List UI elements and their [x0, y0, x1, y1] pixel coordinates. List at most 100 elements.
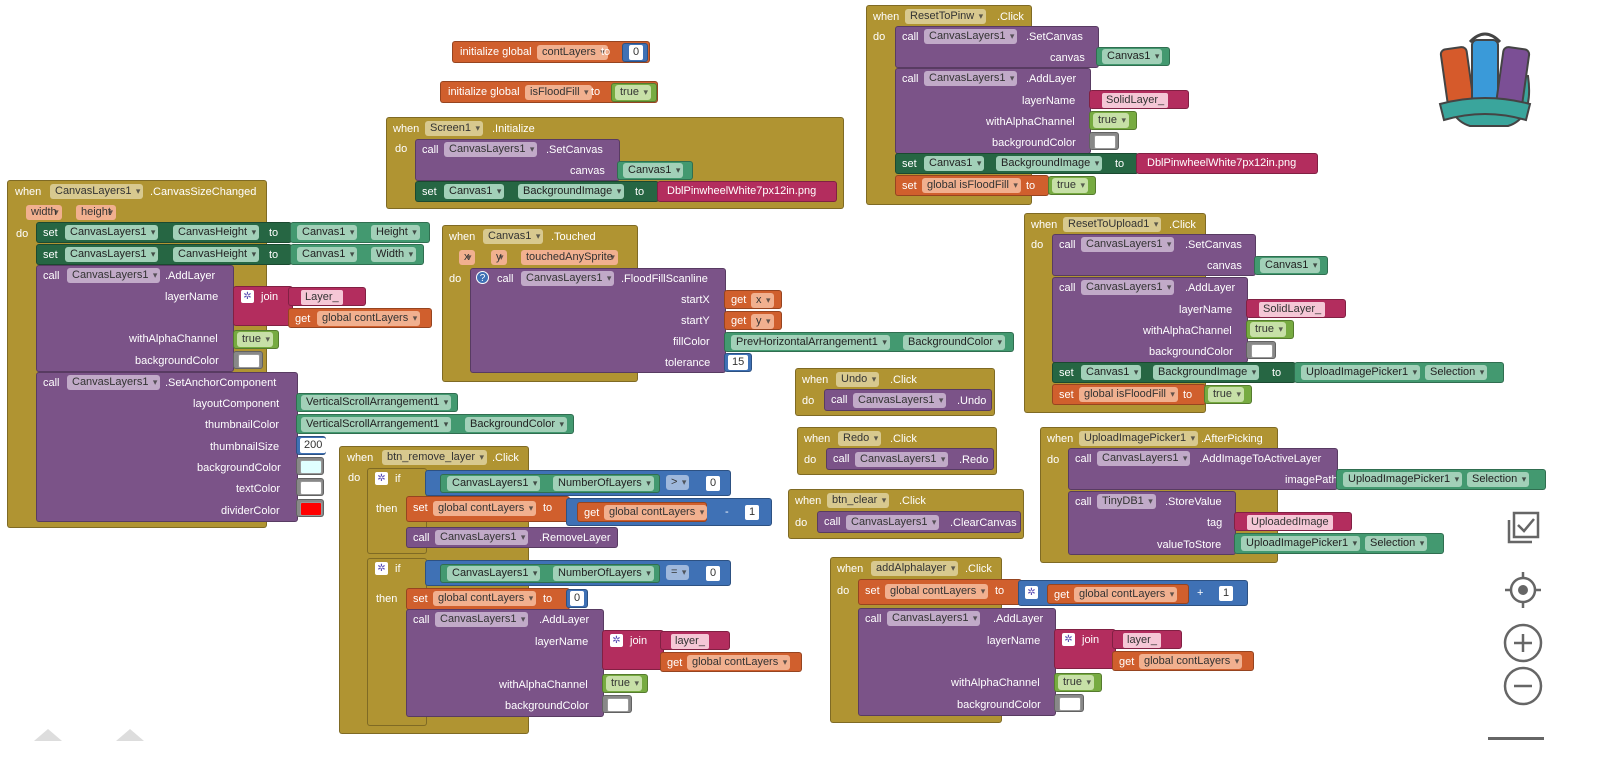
variable-dropdown[interactable]: global contLayers [433, 591, 537, 606]
component-dropdown[interactable]: btn_remove_layer [382, 450, 488, 465]
param-x[interactable]: x [459, 250, 475, 265]
number-value[interactable]: 1 [1219, 586, 1234, 601]
get-variable-block[interactable]: get global contLayers [660, 652, 802, 672]
boolean-dropdown[interactable]: true [1208, 387, 1244, 402]
var-name-field[interactable]: contLayers [537, 45, 608, 60]
param-height[interactable]: height [76, 205, 116, 220]
component-dropdown[interactable]: Canvas1 [1081, 365, 1142, 380]
component-property-getter[interactable]: PrevHorizontalArrangement1 BackgroundCol… [724, 332, 1014, 352]
operator-dropdown[interactable]: > [666, 475, 690, 490]
component-dropdown[interactable]: VerticalScrollArrangement1 [301, 417, 452, 432]
set-variable-block[interactable]: set global contLayers to [858, 579, 1022, 605]
compare-block[interactable]: CanvasLayers1 NumberOfLayers = 0 [425, 560, 731, 586]
call-setcanvas-block[interactable]: call CanvasLayers1 .SetCanvas canvas [895, 26, 1099, 68]
component-dropdown[interactable]: CanvasLayers1 [521, 271, 615, 286]
boolean-block[interactable]: true [602, 674, 648, 693]
component-dropdown[interactable]: CanvasLayers1 [887, 611, 981, 626]
component-dropdown[interactable]: CanvasLayers1 [435, 530, 529, 545]
get-variable-block[interactable]: get y [724, 311, 782, 330]
component-dropdown[interactable]: CanvasLayers1 [447, 566, 541, 581]
text-string-block[interactable]: Layer_ [288, 287, 366, 306]
component-property-getter[interactable]: CanvasLayers1 NumberOfLayers [440, 474, 660, 493]
component-dropdown[interactable]: CanvasLayers1 [1097, 451, 1191, 466]
color-block[interactable] [296, 478, 324, 496]
string-value[interactable]: SolidLayer_ [1259, 302, 1326, 317]
variable-dropdown[interactable]: global isFloodFill [1079, 387, 1178, 402]
component-property-getter[interactable]: Canvas1 Height [290, 222, 430, 243]
component-dropdown[interactable]: UploadImagePicker1 [1301, 365, 1421, 380]
property-dropdown[interactable]: Selection [1425, 365, 1488, 380]
component-dropdown[interactable]: Canvas1 [623, 163, 684, 178]
component-dropdown[interactable]: CanvasLayers1 [435, 612, 529, 627]
arithmetic-block[interactable]: ✲ get global contLayers + 1 [1018, 580, 1248, 606]
get-variable-block[interactable]: get global contLayers [1047, 584, 1189, 604]
variable-dropdown[interactable]: global contLayers [1074, 587, 1178, 602]
boolean-block[interactable]: true [1204, 385, 1252, 404]
gear-icon[interactable]: ✲ [241, 290, 254, 303]
param-touchedanysprite[interactable]: touchedAnySprite [521, 250, 618, 265]
component-block[interactable]: VerticalScrollArrangement1 [296, 393, 458, 412]
component-property-getter[interactable]: VerticalScrollArrangement1 BackgroundCol… [296, 414, 574, 434]
component-dropdown[interactable]: ResetToUpload1 [1063, 217, 1162, 232]
property-dropdown[interactable]: Width [371, 247, 417, 262]
number-value[interactable]: 0 [570, 591, 585, 606]
property-dropdown[interactable]: BackgroundImage [1153, 365, 1260, 380]
string-value[interactable]: UploadedImage [1247, 515, 1333, 530]
call-setcanvas-block[interactable]: call CanvasLayers1 .SetCanvas canvas [415, 139, 620, 181]
help-icon[interactable]: ? [476, 271, 489, 284]
canvas-component-block[interactable]: Canvas1 [1096, 47, 1170, 66]
boolean-dropdown[interactable]: true [615, 85, 651, 100]
color-block[interactable] [1054, 694, 1084, 712]
string-value[interactable]: DblPinwheelWhite7px12in.png [1147, 157, 1297, 169]
gear-icon[interactable]: ✲ [375, 562, 388, 575]
component-dropdown[interactable]: CanvasLayers1 [67, 268, 161, 283]
color-swatch[interactable] [300, 502, 322, 516]
canvas-component-block[interactable]: Canvas1 [1254, 256, 1328, 275]
btn-clear-click-event[interactable]: when btn_clear .Click do call CanvasLaye… [788, 489, 1024, 539]
property-dropdown[interactable]: Selection [1365, 536, 1428, 551]
component-dropdown[interactable]: CanvasLayers1 [65, 247, 159, 262]
component-dropdown[interactable]: CanvasLayers1 [924, 29, 1018, 44]
component-dropdown[interactable]: VerticalScrollArrangement1 [301, 395, 452, 410]
color-swatch[interactable] [238, 354, 260, 368]
component-dropdown[interactable]: CanvasLayers1 [1081, 280, 1175, 295]
get-variable-block[interactable]: get global contLayers [1112, 651, 1254, 671]
component-dropdown[interactable]: TinyDB1 [1097, 494, 1156, 509]
call-undo-block[interactable]: call CanvasLayers1 .Undo [824, 389, 992, 411]
color-swatch[interactable] [300, 460, 322, 474]
component-dropdown[interactable]: CanvasLayers1 [846, 515, 940, 530]
set-property-block[interactable]: set Canvas1 BackgroundImage to [415, 181, 659, 202]
component-dropdown[interactable]: Canvas1 [297, 225, 358, 240]
text-string-block[interactable]: DblPinwheelWhite7px12in.png [1136, 153, 1318, 174]
component-dropdown[interactable]: Screen1 [425, 121, 483, 136]
get-variable-block[interactable]: get global contLayers [577, 502, 708, 522]
component-property-getter[interactable]: CanvasLayers1 NumberOfLayers [440, 564, 660, 583]
color-block[interactable] [296, 457, 324, 475]
call-clearcanvas-block[interactable]: call CanvasLayers1 .ClearCanvas [817, 511, 1021, 533]
init-global-isfloodfill-block[interactable]: initialize global isFloodFill to true [440, 81, 658, 103]
gear-icon[interactable]: ✲ [610, 634, 623, 647]
component-property-getter[interactable]: Canvas1 Width [290, 244, 424, 265]
init-global-contlayers-block[interactable]: initialize global contLayers to 0 [452, 41, 650, 63]
canvas-component-block[interactable]: Canvas1 [617, 161, 693, 180]
component-dropdown[interactable]: Redo [838, 431, 882, 446]
string-value[interactable]: DblPinwheelWhite7px12in.png [667, 185, 817, 197]
get-variable-block[interactable]: get global contLayers [288, 308, 432, 328]
property-dropdown[interactable]: NumberOfLayers [553, 476, 654, 491]
call-removelayer-block[interactable]: call CanvasLayers1 .RemoveLayer [406, 527, 618, 548]
boolean-dropdown[interactable]: true [1058, 675, 1094, 690]
trash-lid-icon[interactable] [1488, 737, 1544, 748]
call-setanchor-block[interactable]: call CanvasLayers1 .SetAnchorComponent l… [36, 372, 298, 522]
gear-icon[interactable]: ✲ [1062, 633, 1075, 646]
text-string-block[interactable]: SolidLayer_ [1089, 90, 1189, 109]
component-dropdown[interactable]: btn_clear [827, 493, 890, 508]
property-dropdown[interactable]: CanvasHeight [173, 247, 260, 262]
component-dropdown[interactable]: CanvasLayers1 [65, 225, 159, 240]
boolean-block[interactable]: true [611, 83, 657, 102]
component-dropdown[interactable]: UploadImagePicker1 [1241, 536, 1361, 551]
compare-block[interactable]: CanvasLayers1 NumberOfLayers > 0 [425, 470, 731, 496]
color-block[interactable] [602, 695, 632, 713]
property-dropdown[interactable]: CanvasHeight [173, 225, 260, 240]
boolean-block[interactable]: true [1048, 176, 1096, 195]
number-value[interactable]: 200 [300, 438, 327, 453]
